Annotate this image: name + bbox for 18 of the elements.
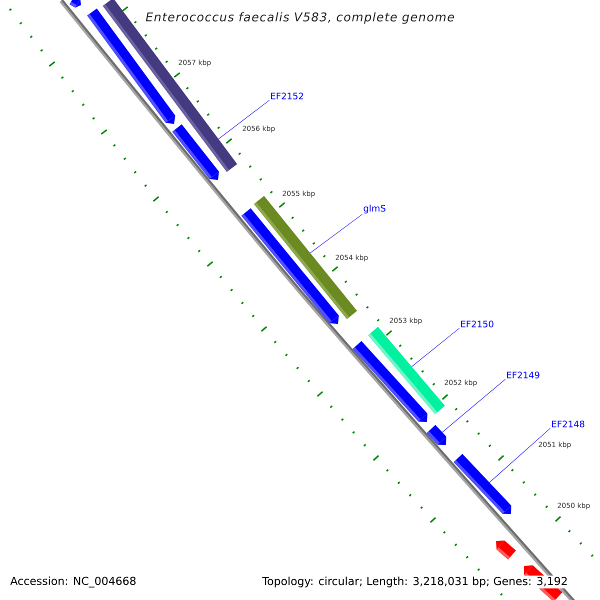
gene-block [426,424,446,445]
title: Enterococcus faecalis V583, complete genome [146,12,454,24]
gene-block [352,340,428,422]
leader-line [442,378,506,433]
leader-line [489,428,551,483]
gene-block [172,124,219,180]
gene-label: EF2152 [271,92,304,100]
gene-block [454,454,512,514]
leader-line [218,100,270,140]
gene-label: glmS [364,204,386,214]
gene-label: EF2150 [461,320,494,328]
leader-line [310,214,363,254]
gene-label: EF2148 [552,420,584,428]
gene-label: EF2149 [507,372,540,378]
footer-text: Accession: NC_004668 [10,576,136,588]
gene-block [70,0,81,8]
footer-text: Topology: circular; Length: 3,218,031 bp; Genes: 3,192 [261,576,569,588]
gene-block [496,540,516,560]
